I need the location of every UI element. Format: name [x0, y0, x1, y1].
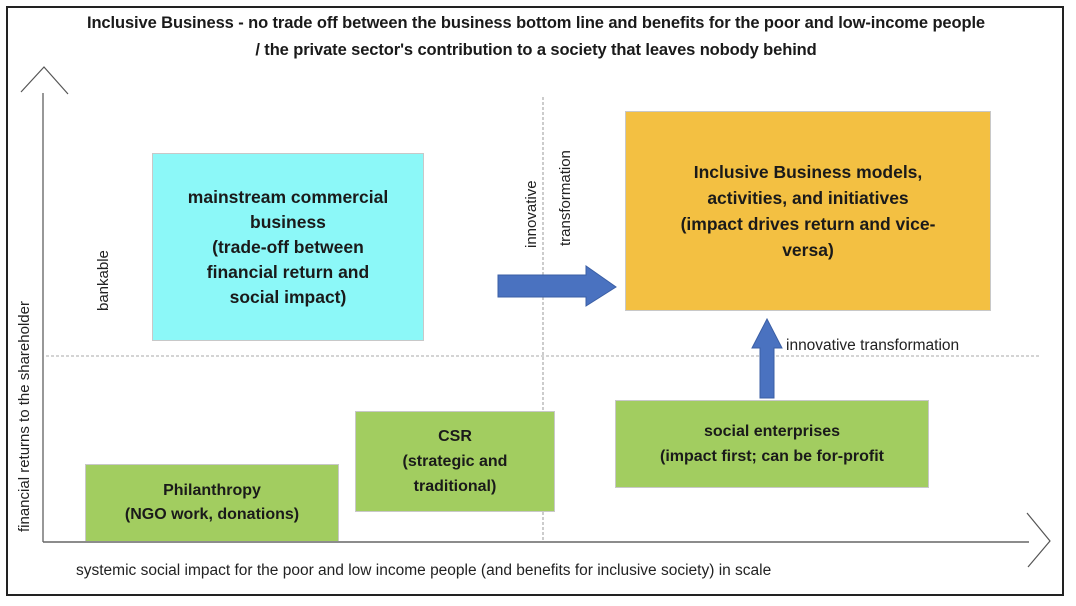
csr-box-text: CSR (strategic and traditional)	[402, 428, 508, 495]
mainstream-commercial-business-box: mainstream commercial business (trade-of…	[152, 153, 424, 341]
vertical-divider-label-line-2: transformation	[557, 150, 574, 246]
horizontal-divider-label: innovative transformation	[786, 337, 960, 354]
title-line-2: / the private sector's contribution to a…	[255, 41, 817, 59]
diagram-title: Inclusive Business - no trade off betwee…	[8, 10, 1064, 64]
y-axis-arrowhead-icon	[20, 66, 69, 95]
up-arrow-icon	[751, 317, 783, 399]
vertical-divider-label-line-1: innovative	[523, 180, 540, 248]
philanthropy-box: Philanthropy (NGO work, donations)	[85, 464, 339, 541]
csr-box: CSR (strategic and traditional)	[355, 411, 555, 512]
x-axis-arrowhead-icon	[1026, 512, 1051, 568]
bankable-label: bankable	[95, 250, 112, 311]
y-axis-label: financial returns to the shareholder	[16, 301, 33, 532]
mainstream-box-text: mainstream commercial business (trade-of…	[187, 186, 389, 307]
diagram-frame	[6, 6, 1064, 596]
social-enterprises-box: social enterprises (impact first; can be…	[615, 400, 929, 488]
right-arrow-icon	[497, 265, 617, 307]
social-enterprises-box-text: social enterprises (impact first; can be…	[659, 423, 884, 465]
philanthropy-box-text: Philanthropy (NGO work, donations)	[124, 482, 300, 523]
title-line-1: Inclusive Business - no trade off betwee…	[86, 14, 986, 32]
inclusive-box-text: Inclusive Business models, activities, a…	[680, 162, 936, 260]
inclusive-business-box: Inclusive Business models, activities, a…	[625, 111, 991, 311]
x-axis-label: systemic social impact for the poor and …	[76, 562, 772, 579]
